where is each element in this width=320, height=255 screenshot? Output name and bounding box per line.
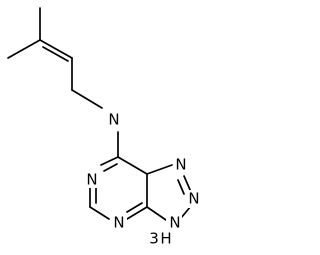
pyrimidine-n1-label: N	[86, 171, 97, 189]
bond-c6-c5	[117, 156, 148, 175]
prenyl-chain	[7, 7, 103, 109]
bond-nh-c4	[146, 206, 167, 221]
triazole-nh-locant: 3	[149, 230, 159, 248]
bond-c5-triazole-n1	[146, 164, 173, 175]
bond-n1-c6-double	[103, 163, 118, 172]
pyrimidine-n3-label: N	[113, 214, 124, 232]
bond-n1-c6	[100, 156, 119, 166]
bond-c4-n3-double	[126, 202, 143, 213]
triazole-n1-label: N	[175, 156, 186, 174]
bond-c4-n3	[126, 206, 148, 220]
molecule-structure: N N N N N N 3 H	[7, 7, 202, 248]
bond-methyl-left	[7, 39, 41, 59]
triazole-n2-label: N	[188, 190, 199, 208]
pyrimidine-ring	[89, 156, 148, 220]
triazole-nh-label: N	[169, 214, 180, 232]
bond-triazole-n1-n2	[183, 175, 192, 193]
triazole-nh-h-label: H	[160, 230, 171, 248]
atom-labels: N N N N N N 3 H	[84, 110, 202, 248]
bond-alkene-double-inner	[42, 46, 69, 62]
bond-triazole-n1-n2-double	[177, 179, 185, 195]
bond-alkene-single	[39, 39, 73, 59]
bond-ch2-n	[71, 89, 103, 109]
amine-n-label: N	[108, 111, 119, 129]
bond-n3-c2	[89, 206, 110, 220]
